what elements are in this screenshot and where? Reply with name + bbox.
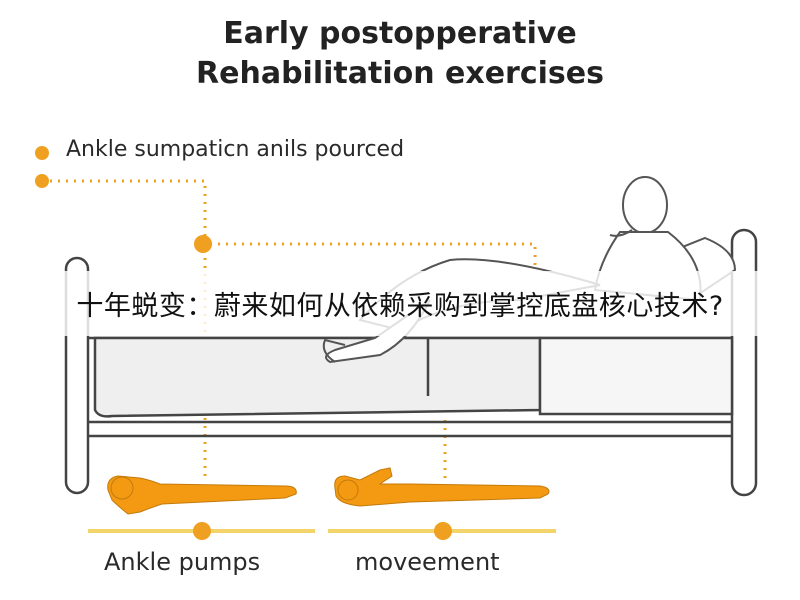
patient-head	[622, 176, 668, 234]
legend-item: Ankle sumpaticn anils pourced	[66, 137, 405, 162]
figure-ankle-pumps-head	[110, 476, 134, 500]
mattress	[538, 336, 734, 416]
figure-movement-head	[337, 479, 359, 501]
leader-lines	[50, 179, 537, 480]
figure-movement	[334, 467, 550, 507]
baseline-node-left	[193, 522, 211, 540]
baseline-bars	[88, 522, 556, 540]
leader-node	[194, 235, 212, 253]
baseline-node-right	[434, 522, 452, 540]
legend-dot-2	[35, 174, 49, 188]
title-line-1: Early postopperative	[223, 16, 577, 51]
diagram-title: Early postopperative Rehabilitation exer…	[0, 14, 800, 94]
caption-text: 十年蜕变：蔚来如何从依赖采购到掌控底盘核心技术?	[76, 291, 724, 322]
legend-dot-1	[35, 146, 49, 160]
patient-foot	[322, 338, 346, 363]
label-movement: moveement	[355, 548, 500, 576]
label-ankle-pumps: Ankle pumps	[104, 548, 261, 576]
blanket	[93, 336, 542, 418]
exercise-figures	[107, 467, 550, 515]
figure-ankle-pumps	[107, 475, 297, 515]
caption-banner	[0, 271, 800, 336]
title-line-2: Rehabilitation exercises	[196, 56, 604, 91]
patient-hands	[609, 229, 633, 237]
